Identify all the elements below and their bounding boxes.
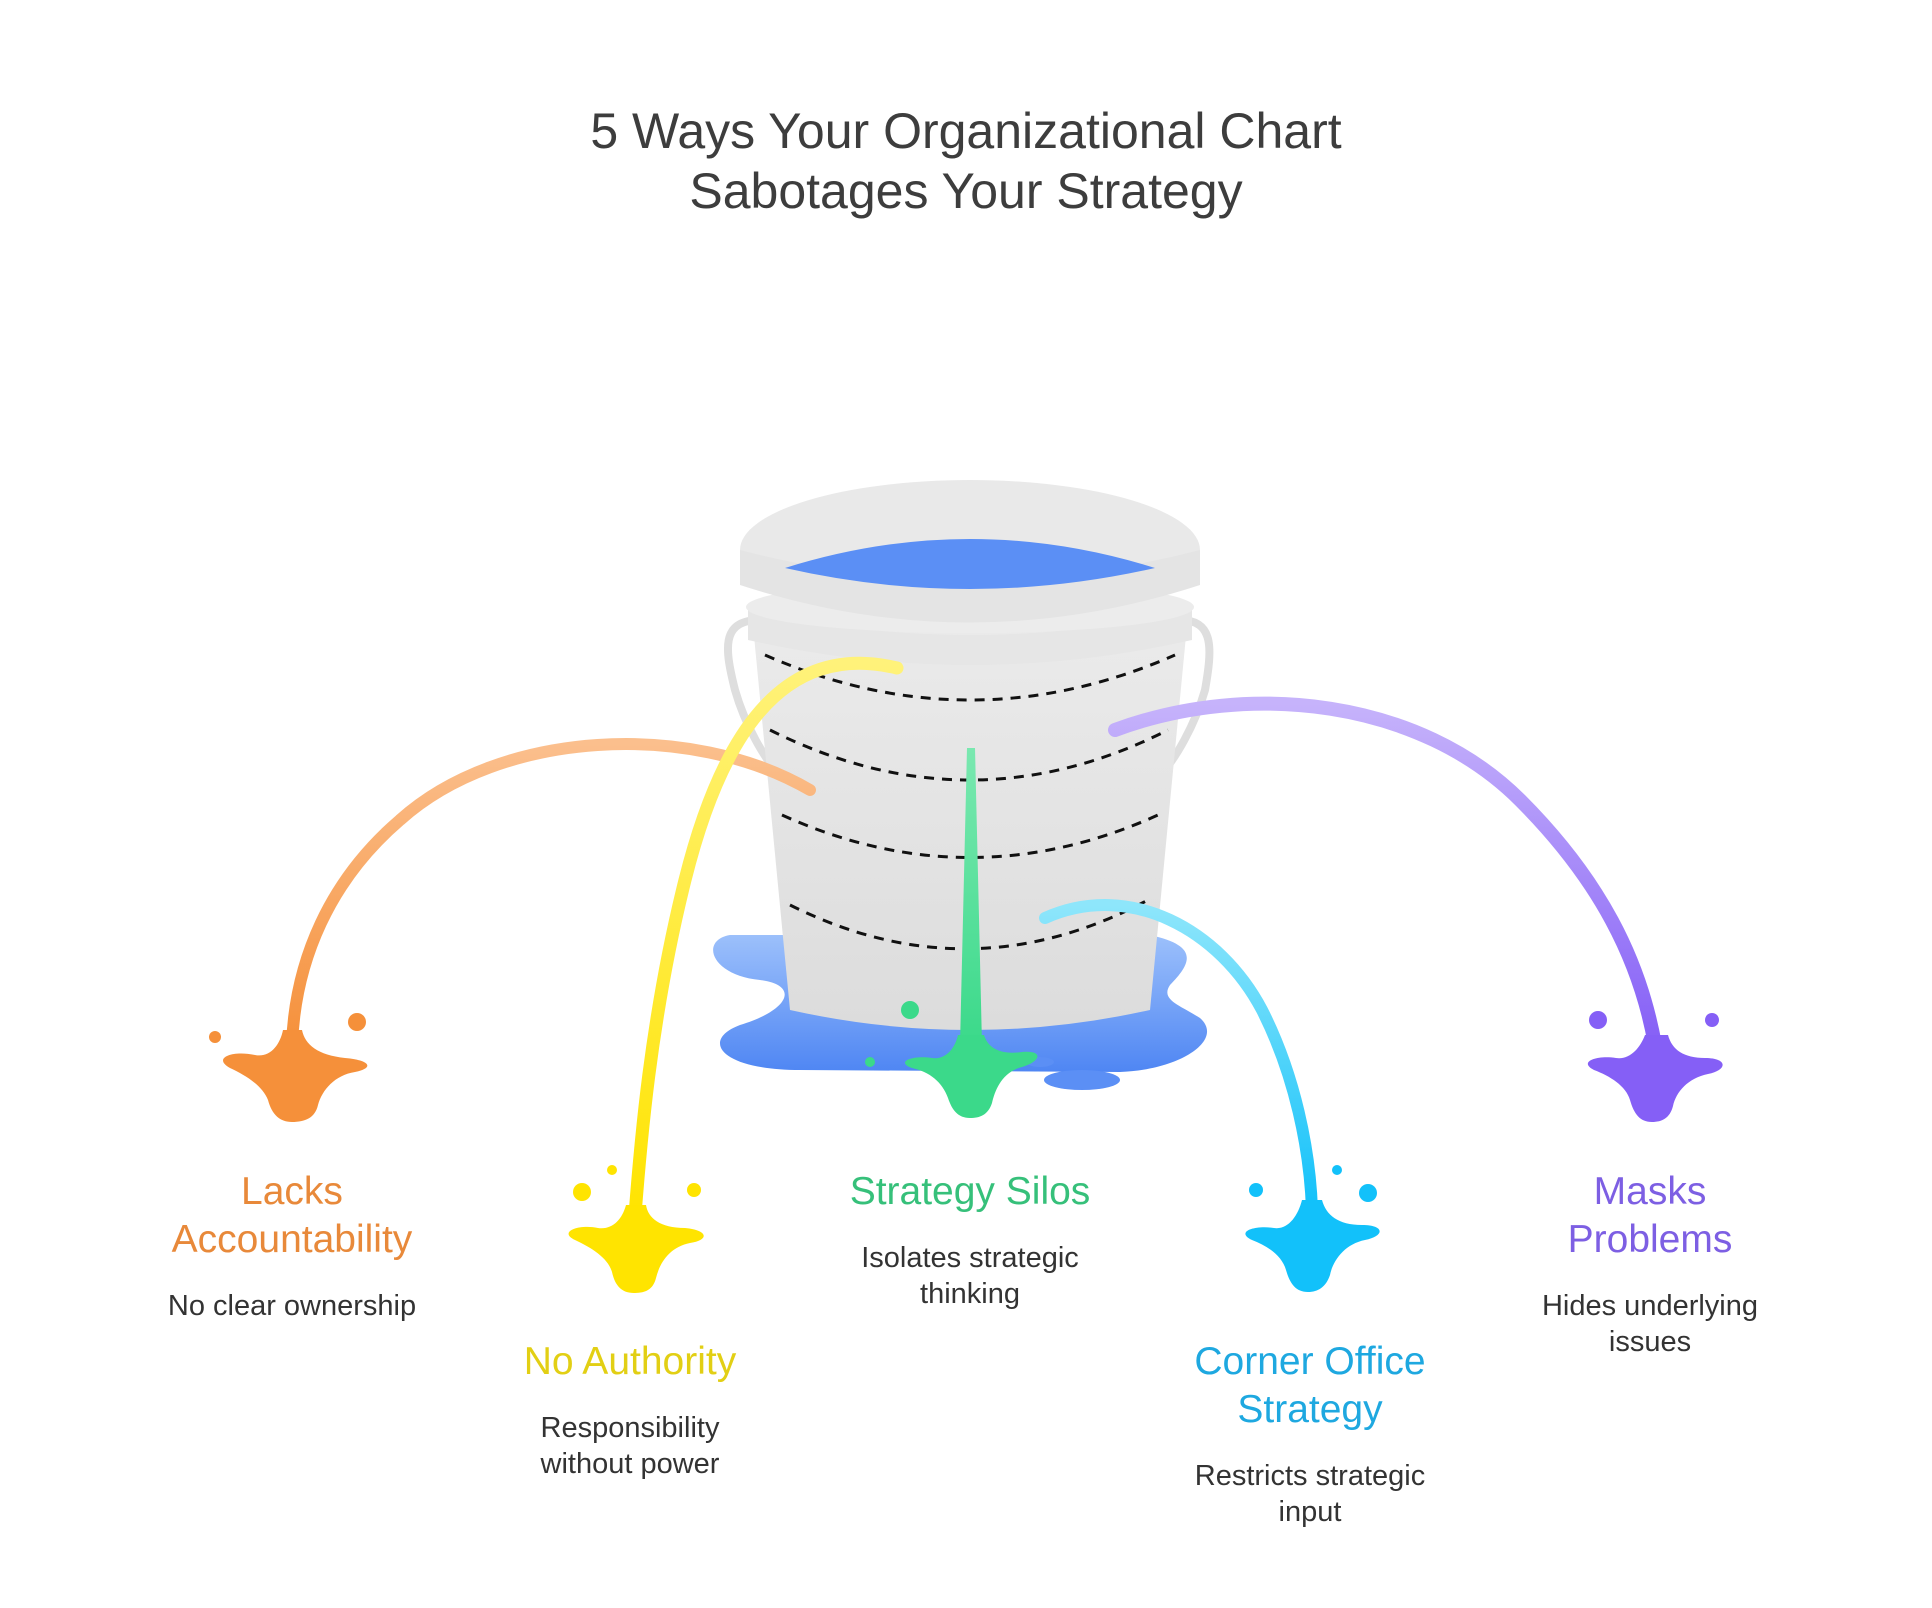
item-heading: Accountability: [171, 1218, 413, 1261]
item-description: No clear ownership: [167, 1290, 417, 1322]
green-stream-icon: [865, 748, 1038, 1118]
item-lacks-accountability: Lacks Accountability No clear ownership: [132, 1168, 452, 1324]
diagram-title-line-2: Sabotages Your Strategy: [689, 163, 1243, 219]
item-no-authority: No Authority Responsibility without powe…: [480, 1338, 780, 1482]
item-description: Isolates strategic: [861, 1242, 1079, 1274]
item-description: without power: [540, 1448, 720, 1480]
item-heading: Masks: [1593, 1170, 1707, 1213]
item-corner-office-strategy: Corner Office Strategy Restricts strateg…: [1160, 1338, 1460, 1530]
blue-stream-icon: [1039, 899, 1380, 1292]
item-heading: Strategy: [1237, 1388, 1383, 1431]
item-heading: No Authority: [523, 1340, 737, 1383]
item-heading: Lacks: [241, 1170, 343, 1213]
item-description: input: [1278, 1496, 1342, 1528]
item-strategy-silos: Strategy Silos Isolates strategic thinki…: [820, 1168, 1120, 1312]
item-description: Hides underlying: [1541, 1290, 1758, 1322]
item-masks-problems: Masks Problems Hides underlying issues: [1500, 1168, 1800, 1360]
diagram-title-line-1: 5 Ways Your Organizational Chart: [590, 103, 1342, 159]
bucket-icon: [723, 480, 1214, 1030]
purple-stream-icon: [1108, 696, 1723, 1122]
item-heading: Strategy Silos: [849, 1170, 1091, 1213]
item-description: thinking: [920, 1278, 1020, 1310]
orange-stream-icon: [209, 738, 816, 1122]
item-description: Responsibility: [540, 1412, 720, 1444]
yellow-stream-icon: [568, 656, 904, 1293]
item-heading: Problems: [1567, 1218, 1733, 1261]
item-description: Restricts strategic: [1194, 1460, 1426, 1492]
item-description: issues: [1608, 1326, 1692, 1358]
item-heading: Corner Office: [1194, 1340, 1426, 1383]
